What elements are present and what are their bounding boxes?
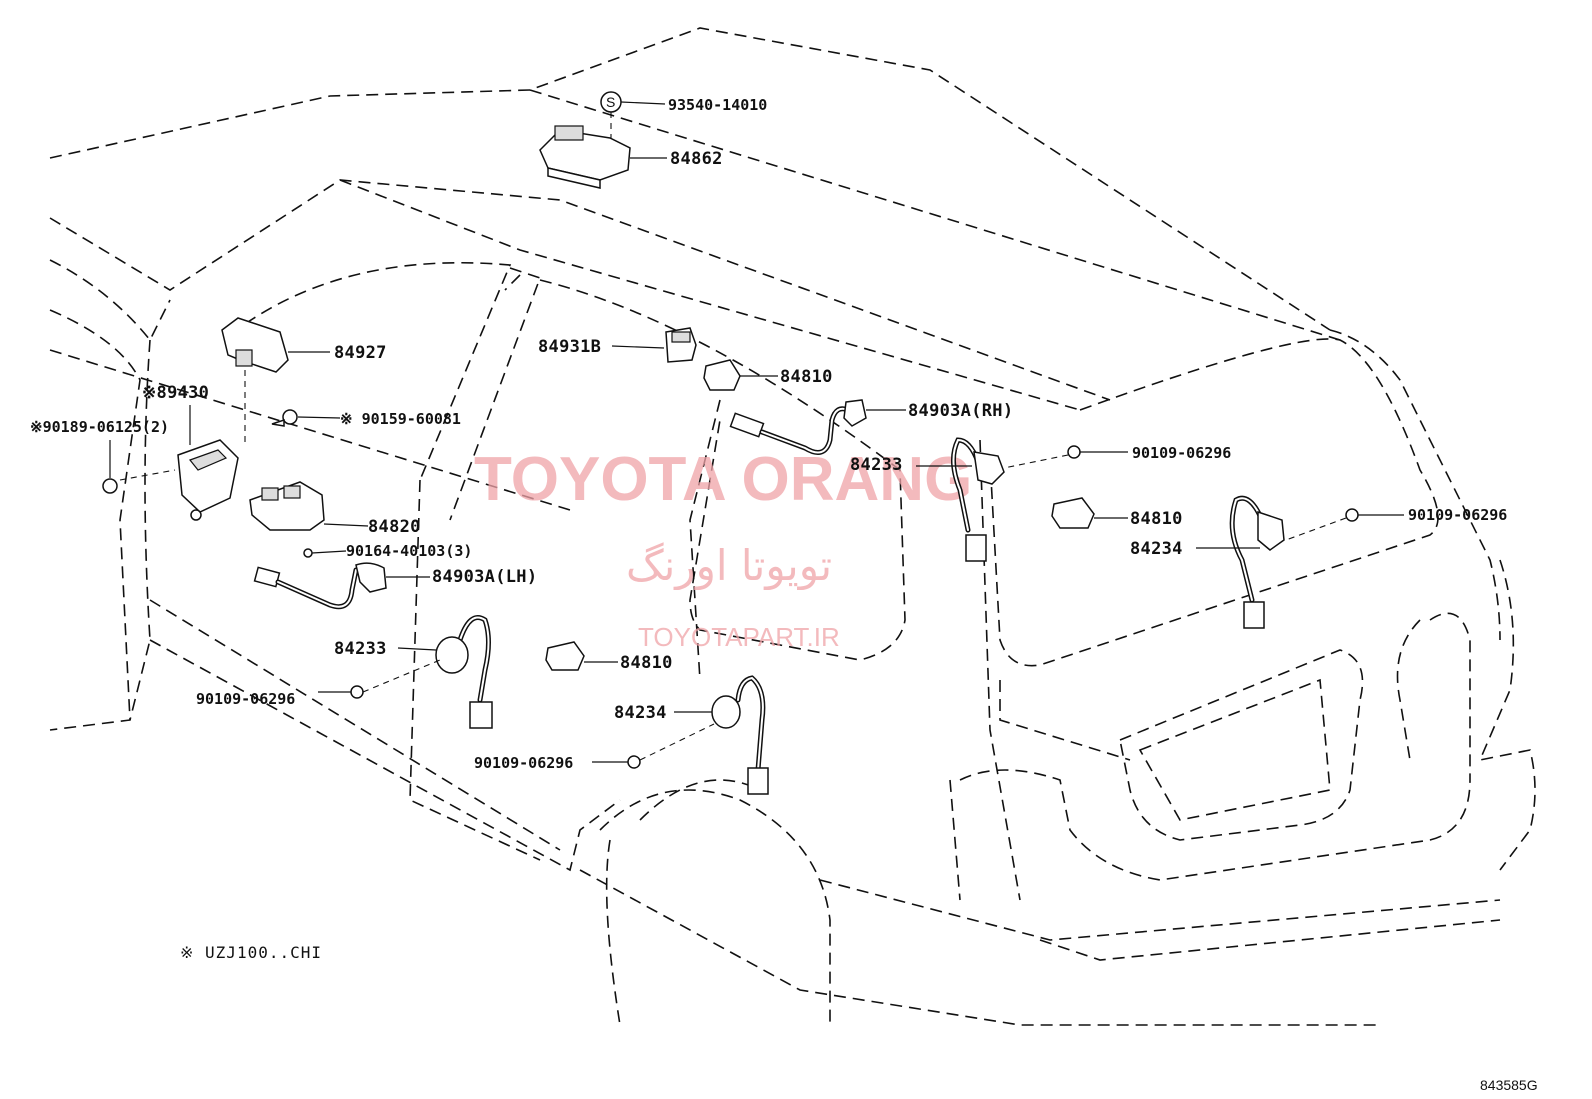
footnote: ※ UZJ100..CHI <box>180 943 322 962</box>
part-84820-switch <box>249 481 369 558</box>
label-84903a-rh: 84903A(RH) <box>908 401 1013 421</box>
part-90159-bolt <box>271 409 341 427</box>
vehicle-outline <box>49 27 1536 1026</box>
part-84233-left-sensor <box>318 615 493 729</box>
watermark-url: TOYOTAPART.IR <box>638 622 840 652</box>
label-84903a-lh: 84903A(LH) <box>432 567 537 587</box>
label-84820: 84820 <box>368 517 421 537</box>
part-labels: 93540-14010 84862 84927 ※89430 ※90189-06… <box>30 96 1507 772</box>
label-84233-right: 84233 <box>850 455 903 475</box>
label-93540-14010: 93540-14010 <box>668 96 767 114</box>
label-90109-06296-left: 90109-06296 <box>196 690 295 708</box>
label-84862: 84862 <box>670 149 723 169</box>
part-84903a-lh-wire <box>253 562 430 610</box>
part-84862-module: S <box>539 91 667 189</box>
label-90109-06296-right-b: 90109-06296 <box>1408 506 1507 524</box>
watermark: TOYOTA ORANG تویوتا اورنگ TOYOTAPART.IR <box>474 445 972 652</box>
label-84927: 84927 <box>334 343 387 363</box>
label-89430: ※89430 <box>142 383 209 403</box>
label-90109-06296-bottom: 90109-06296 <box>474 754 573 772</box>
label-84810-mid: 84810 <box>620 653 673 673</box>
label-84931b: 84931B <box>538 337 601 357</box>
part-84234-mid-sensor <box>592 675 769 795</box>
part-84810-mid <box>545 641 618 671</box>
label-84810-right: 84810 <box>1130 509 1183 529</box>
label-90164-40103: 90164-40103(3) <box>346 542 472 560</box>
part-89430 <box>102 405 239 521</box>
label-84234-mid: 84234 <box>614 703 667 723</box>
bolt-icon <box>102 478 118 494</box>
part-84233-right-sensor <box>916 437 1128 562</box>
label-90109-06296-right-a: 90109-06296 <box>1132 444 1231 462</box>
watermark-persian: تویوتا اورنگ <box>626 541 832 590</box>
watermark-title: TOYOTA ORANG <box>474 445 972 514</box>
label-90189-06125: ※90189-06125(2) <box>30 418 169 436</box>
part-84903a-rh-wire <box>729 399 906 455</box>
label-84233-left: 84233 <box>334 639 387 659</box>
label-90159-60081: ※ 90159-60081 <box>340 410 461 428</box>
part-84810-top <box>703 359 778 391</box>
s-clip-mark: S <box>606 94 615 110</box>
screw-icon <box>303 548 313 558</box>
part-84927 <box>221 317 330 445</box>
part-84810-right <box>1051 497 1128 529</box>
label-84234-right: 84234 <box>1130 539 1183 559</box>
part-84931b <box>611 327 697 363</box>
part-84234-right-sensor <box>1196 495 1404 629</box>
figure-code: 843585G <box>1480 1077 1538 1093</box>
label-84810-top: 84810 <box>780 367 833 387</box>
